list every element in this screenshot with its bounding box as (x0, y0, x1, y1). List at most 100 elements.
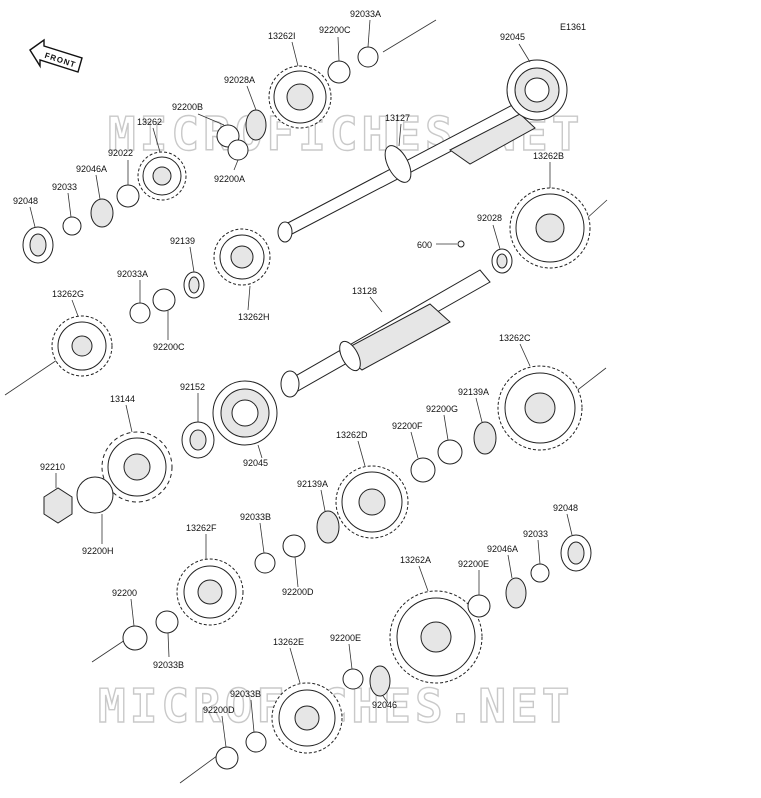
washer-92200f (410, 457, 436, 483)
washer-92200c-top (327, 60, 351, 84)
gear-13262h (213, 228, 271, 286)
label-92046a-top: 92046A (76, 164, 107, 174)
circlip-92033a-top (357, 46, 379, 68)
label-92139: 92139 (170, 236, 195, 246)
label-92033b-low: 92033B (153, 660, 184, 670)
direction-line (584, 199, 608, 221)
direction-line (4, 357, 61, 396)
gear-13262g (51, 315, 113, 377)
label-13128: 13128 (352, 286, 377, 296)
gear-13262a (389, 590, 483, 684)
label-13262g: 13262G (52, 289, 84, 299)
front-direction-icon: FRONT (29, 38, 83, 73)
label-92200d-bot: 92200D (203, 705, 235, 715)
label-92046: 92046 (372, 700, 397, 710)
circlip-92033a-mid (129, 302, 151, 324)
washer-92200c-mid (152, 288, 176, 312)
label-600: 600 (417, 240, 432, 250)
sprocket-13144 (101, 431, 173, 503)
bushing-92048-bot (560, 534, 592, 572)
nut-92210 (43, 487, 73, 524)
washer-92200e-low (342, 668, 364, 690)
label-13262c: 13262C (499, 333, 531, 343)
label-13262h: 13262H (238, 312, 270, 322)
label-92048-top: 92048 (13, 196, 38, 206)
label-92139a-mid: 92139A (297, 479, 328, 489)
label-92200e-mid: 92200E (458, 559, 489, 569)
label-92022: 92022 (108, 148, 133, 158)
label-13262i: 13262I (268, 31, 296, 41)
label-92033-bot: 92033 (523, 529, 548, 539)
label-92046a-bot: 92046A (487, 544, 518, 554)
label-13262e: 13262E (273, 637, 304, 647)
washer-92200a (227, 139, 249, 161)
label-92200c-top: 92200C (319, 25, 351, 35)
washer-92022 (116, 184, 140, 208)
gear-13262 (137, 151, 187, 201)
needle-bearing-92139a-mid (316, 510, 340, 544)
washer-92200 (122, 625, 148, 651)
needle-bearing-92046a-top (90, 198, 114, 228)
plug-600-icon (457, 240, 465, 248)
direction-line (382, 19, 437, 53)
bearing-92045-mid (212, 380, 278, 446)
label-92033-top: 92033 (52, 182, 77, 192)
label-92200: 92200 (112, 588, 137, 598)
needle-bearing-92139a-top (473, 421, 497, 455)
label-92033a-mid: 92033A (117, 269, 148, 279)
gear-13262e (271, 682, 343, 754)
washer-92200e-mid (467, 594, 491, 618)
label-92033a-top: 92033A (350, 9, 381, 19)
label-92200g: 92200G (426, 404, 458, 414)
circlip-92033b-bot (245, 731, 267, 753)
direction-line (574, 367, 607, 393)
gear-13262f (176, 558, 244, 626)
label-92210: 92210 (40, 462, 65, 472)
label-92048-bot: 92048 (553, 503, 578, 513)
label-13262b: 13262B (533, 151, 564, 161)
leader-lines (29, 19, 573, 748)
washer-92200d-mid (282, 534, 306, 558)
label-13262a: 13262A (400, 555, 431, 565)
label-92033b-bot: 92033B (230, 689, 261, 699)
needle-bearing-92046a-bot (505, 577, 527, 609)
label-92200c-mid: 92200C (153, 342, 185, 352)
gear-13262c (497, 365, 583, 451)
label-92200a: 92200A (214, 174, 245, 184)
label-13262f: 13262F (186, 523, 217, 533)
reference-code: E1361 (560, 22, 586, 32)
gear-13262d (335, 465, 409, 539)
direction-line (91, 639, 126, 663)
label-13127: 13127 (385, 113, 410, 123)
label-13262: 13262 (137, 117, 162, 127)
label-13144: 13144 (110, 394, 135, 404)
bushing-92028 (491, 248, 513, 274)
label-92200h: 92200H (82, 546, 114, 556)
label-92045-mid: 92045 (243, 458, 268, 468)
circlip-92033b-low (155, 610, 179, 634)
gear-13262i (268, 65, 332, 129)
bushing-92139 (183, 271, 205, 299)
label-13262d: 13262D (336, 430, 368, 440)
circlip-92033b-mid (254, 552, 276, 574)
gear-13262b (509, 187, 591, 269)
label-92200e-low: 92200E (330, 633, 361, 643)
washer-92200h (76, 476, 114, 514)
label-92033b-mid: 92033B (240, 512, 271, 522)
label-92028: 92028 (477, 213, 502, 223)
circlip-92033-bot (530, 563, 550, 583)
needle-bearing-92046 (369, 665, 391, 697)
label-92200b: 92200B (172, 102, 203, 112)
needle-bearing-92028a (245, 109, 267, 141)
shaft-13128 (280, 269, 491, 398)
label-92139a-top: 92139A (458, 387, 489, 397)
label-92152: 92152 (180, 382, 205, 392)
label-92200f: 92200F (392, 421, 423, 431)
sleeve-92152 (181, 421, 215, 459)
label-92045-top: 92045 (500, 32, 525, 42)
washer-92200d-bot (215, 746, 239, 770)
label-92200d-mid: 92200D (282, 587, 314, 597)
bearing-92045-top (506, 59, 568, 121)
washer-92200g (437, 439, 463, 465)
